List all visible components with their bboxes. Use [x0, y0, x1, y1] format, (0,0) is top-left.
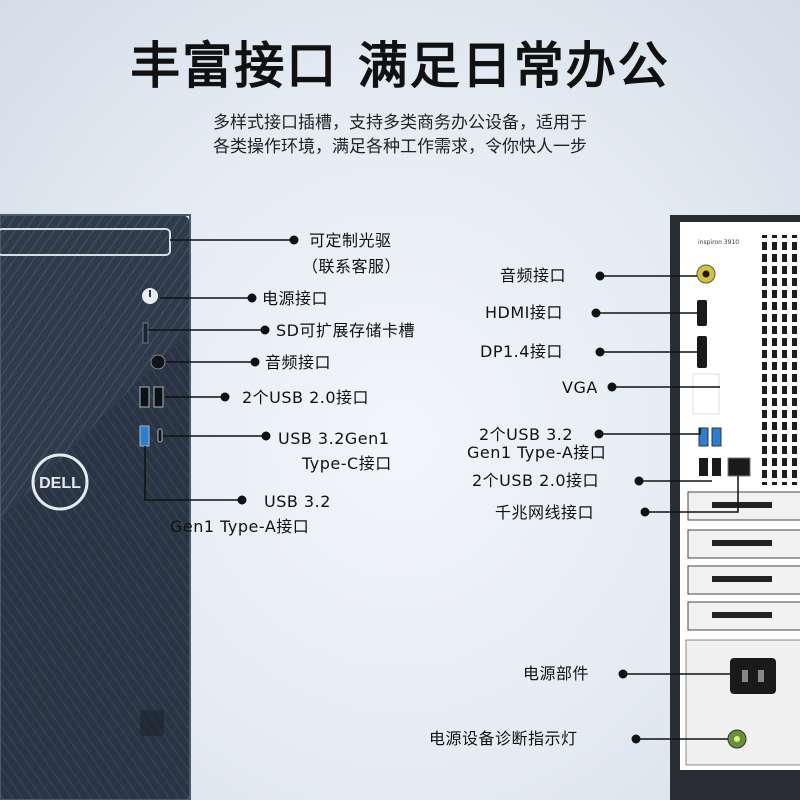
svg-text:DELL: DELL: [39, 475, 81, 492]
subtitle-line-1: 多样式接口插槽，支持多类商务办公设备，适用于: [213, 113, 587, 133]
label-usb-c-line-2: Type-C接口: [302, 454, 392, 473]
label-sd-slot: SD可扩展存储卡槽: [276, 321, 415, 340]
rear-leader-lines: [596, 275, 739, 740]
label-optical-drive: 可定制光驱: [309, 230, 392, 251]
rear-hdmi-port-icon: [697, 300, 707, 326]
label-rear-usb32-line-1: 2个USB 3.2: [479, 425, 574, 444]
front-audio-jack-icon: [150, 354, 166, 370]
rear-panel: inspiron 3910: [670, 215, 800, 800]
label-rear-usb2: 2个USB 2.0接口: [472, 471, 600, 490]
sd-slot-icon: [142, 322, 149, 344]
label-rear-lan: 千兆网线接口: [495, 503, 595, 522]
label-rear-vga: VGA: [562, 378, 598, 397]
label-rear-hdmi: HDMI接口: [485, 303, 563, 322]
front-leader-lines: [144, 239, 294, 501]
dell-logo: [31, 453, 89, 511]
label-usb-a-line-1: USB 3.2: [264, 492, 331, 511]
label-optical-drive-contact: （联系客服）: [302, 257, 402, 276]
psu-socket-icon: [730, 658, 776, 694]
rear-vga-area: [692, 373, 720, 415]
front-usb2-port-1-icon: [139, 386, 150, 408]
label-usb-a-line-2: Gen1 Type-A接口: [170, 517, 310, 536]
rear-usb2-port-2-icon: [712, 458, 721, 476]
headline: 丰富接口 满足日常办公: [130, 37, 670, 95]
rear-usb2-port-1-icon: [699, 458, 708, 476]
label-rear-usb32-line-2: Gen1 Type-A接口: [467, 443, 607, 462]
label-rear-dp: DP1.4接口: [480, 342, 563, 361]
front-usb-type-c-icon: [157, 428, 163, 443]
rear-dp-port-icon: [697, 336, 707, 368]
rear-lan-port-icon: [727, 457, 751, 477]
subtitle: 多样式接口插槽，支持多类商务办公设备，适用于 各类操作环境，满足各种工作需求，令…: [0, 111, 800, 159]
label-diagnostic-led: 电源设备诊断指示灯: [429, 729, 578, 748]
front-leader-dots: [220, 235, 299, 505]
front-usb32-type-a-icon: [139, 425, 150, 447]
rear-leader-dots: [591, 271, 650, 744]
front-usb2-port-2-icon: [153, 386, 164, 408]
rear-usb32-port-2-icon: [711, 427, 722, 447]
front-panel: DELL: [0, 214, 191, 800]
rear-usb32-port-1-icon: [698, 427, 709, 447]
label-usb-c-line-1: USB 3.2Gen1: [278, 429, 390, 448]
subtitle-line-2: 各类操作环境，满足各种工作需求，令你快人一步: [213, 137, 587, 157]
label-front-audio: 音频接口: [265, 353, 332, 372]
label-front-usb2: 2个USB 2.0接口: [242, 388, 370, 407]
label-rear-audio: 音频接口: [500, 266, 567, 285]
label-psu: 电源部件: [523, 664, 590, 683]
svg-text:inspiron 3910: inspiron 3910: [698, 239, 739, 246]
label-front-power: 电源接口: [262, 289, 329, 308]
optical-drive-slot: [0, 228, 171, 256]
label-optical-drive-line-1: 可定制光驱: [309, 231, 392, 250]
